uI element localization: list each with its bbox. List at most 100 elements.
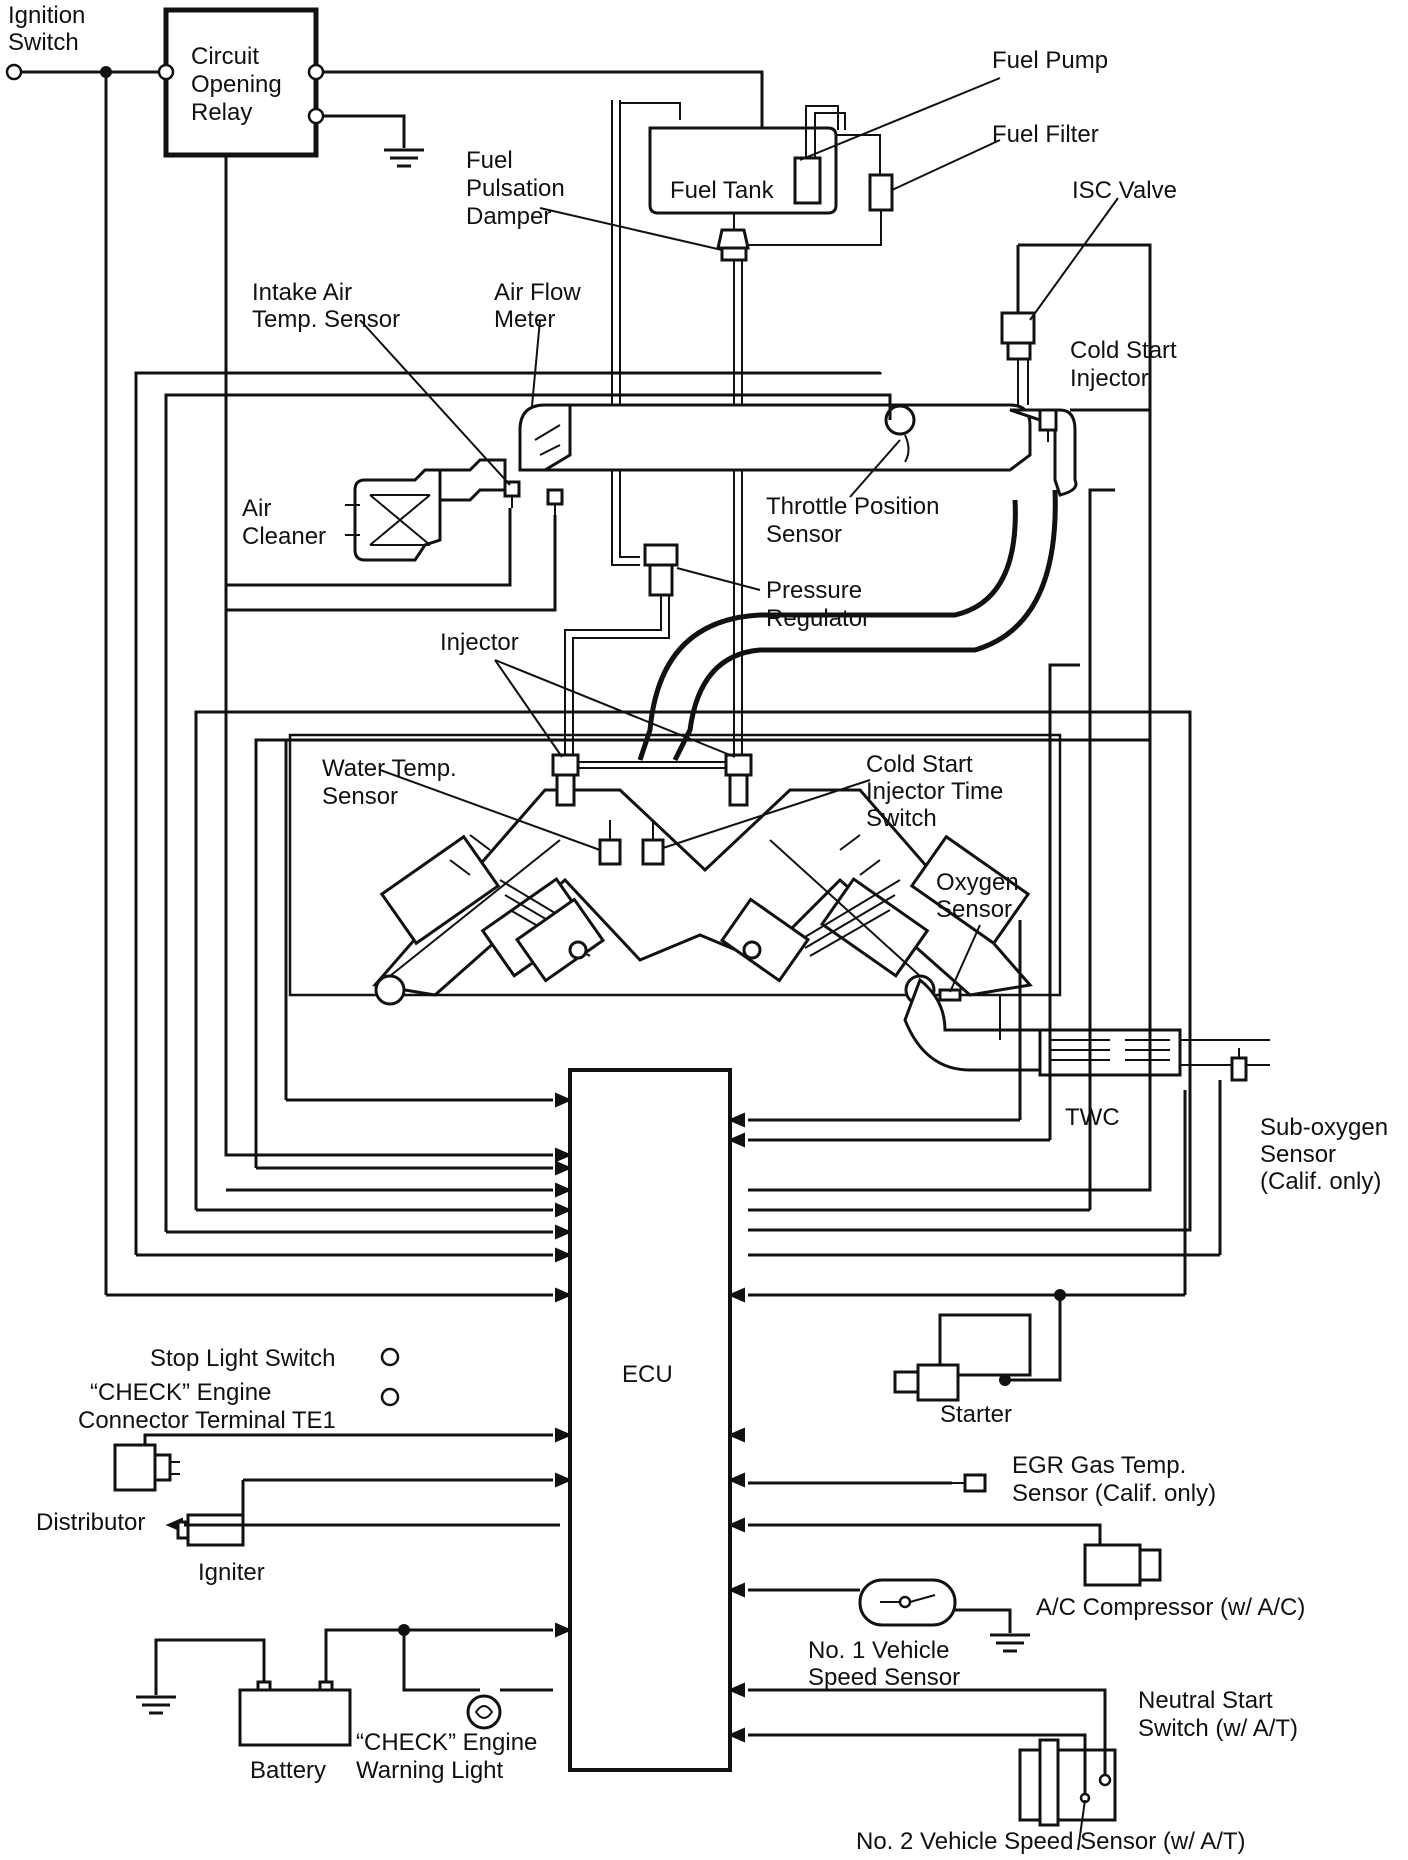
label-warning-light-1: “CHECK” Engine (356, 1729, 537, 1756)
distributor-icon (113, 1433, 553, 1492)
label-pr-1: Pressure (766, 577, 862, 604)
label-vss2: No. 2 Vehicle Speed Sensor (w/ A/T) (856, 1828, 1246, 1855)
svg-text:Cold Start: Cold Start (1070, 337, 1177, 364)
label-damper-3: Damper (466, 203, 551, 230)
label-check-conn-2: Connector Terminal TE1 (78, 1407, 336, 1434)
label-csi-2: Injector (1070, 365, 1149, 392)
label-stop-light-switch: Stop Light Switch (150, 1345, 335, 1372)
label-igniter: Igniter (198, 1559, 265, 1586)
stop-light-switch (380, 1347, 400, 1367)
label-intake-air-1: Intake Air (252, 279, 352, 306)
exhaust-system (903, 977, 1270, 1082)
starter-icon (893, 1289, 1066, 1402)
label-nss-2: Switch (w/ A/T) (1138, 1715, 1298, 1742)
igniter-icon (176, 1478, 560, 1547)
svg-text:Cold Start: Cold Start (866, 751, 973, 778)
svg-text:(Calif. only): (Calif. only) (1260, 1168, 1381, 1195)
svg-text:Connector Terminal TE1: Connector Terminal TE1 (78, 1407, 336, 1434)
label-air-cleaner-2: Cleaner (242, 523, 326, 550)
ignition-switch (5, 63, 553, 1297)
label-starter: Starter (940, 1401, 1012, 1428)
label-ignition-switch-2: Switch (8, 29, 79, 56)
label-afm-1: Air Flow (494, 279, 581, 306)
svg-text:Damper: Damper (466, 203, 551, 230)
label-fuel-tank: Fuel Tank (670, 177, 775, 204)
no1-vehicle-speed-sensor (748, 1578, 1030, 1653)
label-check-conn-1: “CHECK” Engine (90, 1379, 271, 1406)
label-o2-1: Oxygen (936, 869, 1019, 896)
label-vss1-1: No. 1 Vehicle (808, 1637, 949, 1664)
label-csits-3: Switch (866, 805, 937, 832)
svg-text:Switch: Switch (866, 805, 937, 832)
label-relay-1: Circuit (191, 43, 259, 70)
label-fuel-filter: Fuel Filter (992, 121, 1099, 148)
label-ecu: ECU (622, 1361, 673, 1388)
svg-text:Sensor: Sensor (766, 521, 842, 548)
label-relay-3: Relay (191, 99, 252, 126)
svg-text:Regulator: Regulator (766, 605, 870, 632)
svg-text:Pulsation: Pulsation (466, 175, 565, 202)
label-o2-2: Sensor (936, 896, 1012, 923)
check-engine-connector (380, 1387, 400, 1407)
svg-text:Temp. Sensor: Temp. Sensor (252, 306, 400, 333)
svg-text:Air: Air (242, 495, 271, 522)
fuel-filter (740, 134, 894, 246)
label-egr-1: EGR Gas Temp. (1012, 1452, 1186, 1479)
label-warning-light-2: Warning Light (356, 1757, 504, 1784)
svg-text:Switch (w/ A/T): Switch (w/ A/T) (1138, 1715, 1298, 1742)
neutral-start-switch (748, 1688, 1117, 1827)
svg-text:Sensor: Sensor (1260, 1141, 1336, 1168)
svg-text:Injector: Injector (1070, 365, 1149, 392)
label-csits-1: Cold Start (866, 751, 973, 778)
label-battery: Battery (250, 1757, 326, 1784)
ecu-arrows (165, 1092, 745, 1743)
label-vss1-2: Speed Sensor (808, 1664, 960, 1691)
svg-text:Injector Time: Injector Time (866, 778, 1003, 805)
svg-text:Neutral Start: Neutral Start (1138, 1687, 1273, 1714)
egr-gas-temp-sensor (748, 1473, 987, 1493)
svg-text:Circuit: Circuit (191, 43, 259, 70)
label-subo2-2: Sensor (1260, 1141, 1336, 1168)
label-afm-2: Meter (494, 306, 555, 333)
label-subo2-3: (Calif. only) (1260, 1168, 1381, 1195)
label-pr-2: Regulator (766, 605, 870, 632)
svg-text:Meter: Meter (494, 306, 555, 333)
left-harness (134, 243, 1222, 1297)
label-tps-1: Throttle Position (766, 493, 939, 520)
label-air-cleaner-1: Air (242, 495, 271, 522)
svg-text:Throttle Position: Throttle Position (766, 493, 939, 520)
svg-text:Sensor: Sensor (936, 896, 1012, 923)
svg-text:Sub-oxygen: Sub-oxygen (1260, 1114, 1388, 1141)
label-damper-1: Fuel (466, 147, 513, 174)
label-twc: TWC (1065, 1104, 1120, 1131)
battery-icon (136, 1624, 553, 1747)
svg-text:Oxygen: Oxygen (936, 869, 1019, 896)
svg-text:Relay: Relay (191, 99, 252, 126)
circuit-opening-relay (157, 7, 795, 1157)
labels: Ignition Switch Circuit Opening Relay Fu… (8, 2, 1388, 1855)
svg-text:Air Flow: Air Flow (494, 279, 581, 306)
svg-text:Cleaner: Cleaner (242, 523, 326, 550)
leader-lines (359, 77, 1119, 1851)
label-tps-2: Sensor (766, 521, 842, 548)
svg-text:Warning Light: Warning Light (356, 1757, 504, 1784)
label-nss-1: Neutral Start (1138, 1687, 1273, 1714)
svg-text:No. 1 Vehicle: No. 1 Vehicle (808, 1637, 949, 1664)
label-wts-2: Sensor (322, 783, 398, 810)
label-wts-1: Water Temp. (322, 755, 457, 782)
label-ignition-switch-1: Ignition (8, 2, 85, 29)
svg-text:Ignition: Ignition (8, 2, 85, 29)
svg-text:Sensor: Sensor (322, 783, 398, 810)
label-csi-1: Cold Start (1070, 337, 1177, 364)
ac-compressor (748, 1523, 1162, 1587)
ecu (568, 1068, 732, 1772)
label-intake-air-2: Temp. Sensor (252, 306, 400, 333)
svg-text:Water Temp.: Water Temp. (322, 755, 457, 782)
svg-text:EGR Gas Temp.: EGR Gas Temp. (1012, 1452, 1186, 1479)
label-subo2-1: Sub-oxygen (1260, 1114, 1388, 1141)
label-isc-valve: ISC Valve (1072, 177, 1177, 204)
svg-text:“CHECK” Engine: “CHECK” Engine (90, 1379, 271, 1406)
svg-text:Sensor (Calif. only): Sensor (Calif. only) (1012, 1480, 1216, 1507)
label-distributor: Distributor (36, 1509, 145, 1536)
